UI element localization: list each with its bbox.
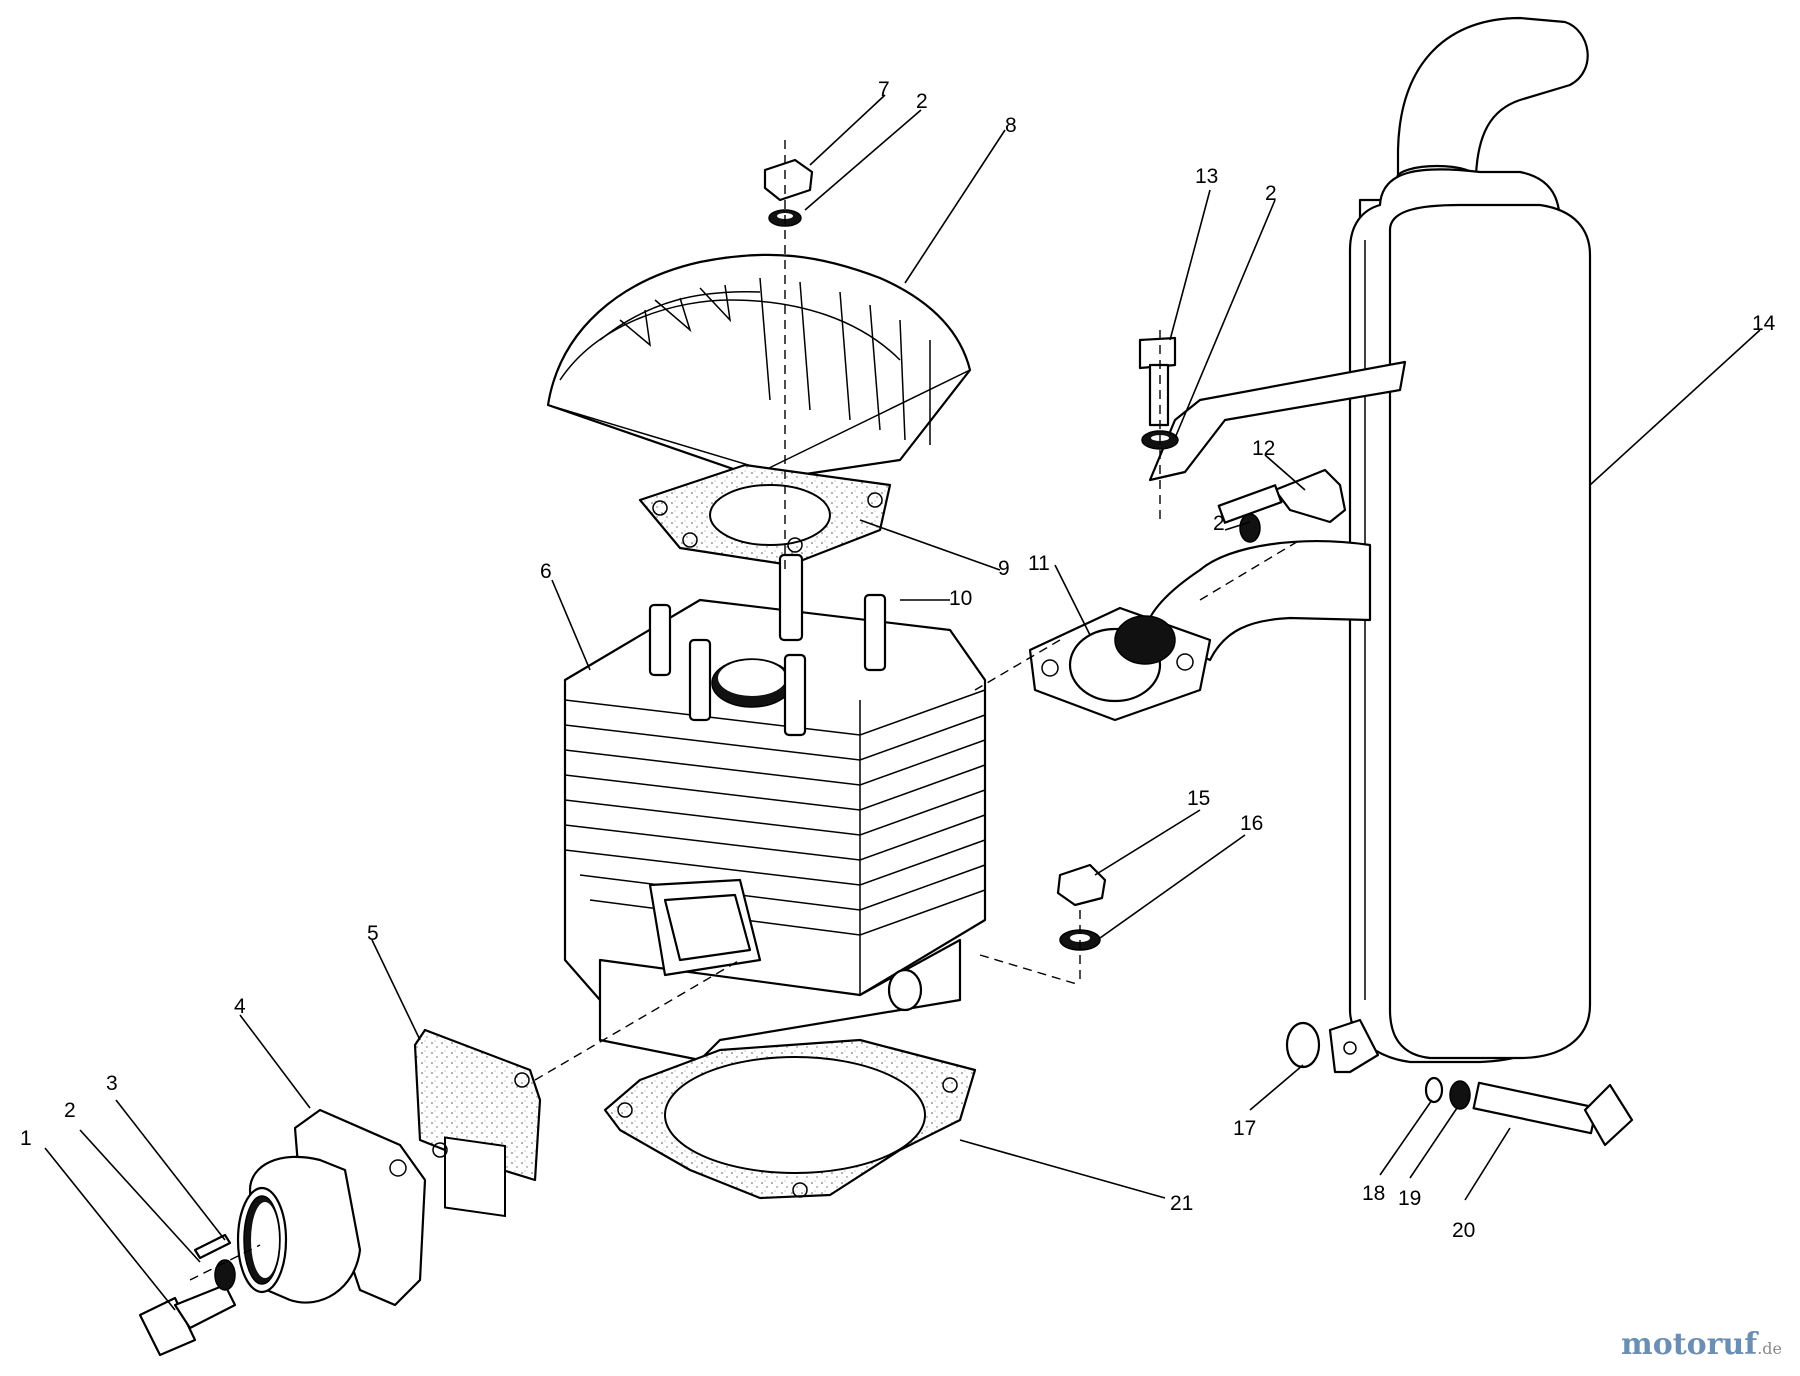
callout-3: 3 [106, 1072, 118, 1095]
callout-4: 4 [234, 995, 246, 1018]
callout-2-exhaust: 2 [1213, 512, 1225, 535]
head-gasket [638, 463, 892, 567]
callout-20: 20 [1452, 1219, 1475, 1242]
base-gasket [603, 1038, 977, 1200]
muffler [1143, 16, 1592, 1074]
callout-2-head: 2 [916, 90, 928, 113]
callout-10: 10 [949, 587, 972, 610]
callouts: 1 2 3 4 5 6 7 2 8 9 10 11 12 13 2 2 14 1… [20, 78, 1776, 1242]
callout-7: 7 [878, 78, 890, 101]
callout-5: 5 [367, 922, 379, 945]
assembly-lines [189, 140, 1301, 1281]
watermark-name: motoruf [1621, 1327, 1758, 1362]
callout-13: 13 [1195, 165, 1218, 188]
callout-8: 8 [1005, 114, 1017, 137]
callout-17: 17 [1233, 1117, 1256, 1140]
callout-11: 11 [1028, 552, 1050, 575]
watermark: motoruf.de [1621, 1327, 1782, 1362]
callout-1: 1 [20, 1127, 32, 1150]
callout-15: 15 [1187, 787, 1210, 810]
exhaust-gasket-11 [1028, 606, 1212, 722]
callout-6: 6 [540, 560, 552, 583]
callout-18: 18 [1362, 1182, 1385, 1205]
cylinder-studs [648, 553, 887, 737]
callout-2-bracket: 2 [1265, 182, 1277, 205]
callout-9: 9 [998, 557, 1010, 580]
callout-19: 19 [1398, 1187, 1421, 1210]
cylinder-block [563, 598, 987, 1062]
intake-manifold [236, 1108, 427, 1307]
intake-gasket [413, 1028, 542, 1218]
callout-21: 21 [1170, 1192, 1193, 1215]
callout-16: 16 [1240, 812, 1263, 835]
callout-2-intake: 2 [64, 1099, 76, 1122]
watermark-tld: .de [1757, 1339, 1782, 1358]
cylinder-head [546, 253, 972, 482]
callout-12: 12 [1252, 437, 1275, 460]
leader-lines [44, 94, 1761, 1311]
callout-14: 14 [1752, 312, 1776, 335]
